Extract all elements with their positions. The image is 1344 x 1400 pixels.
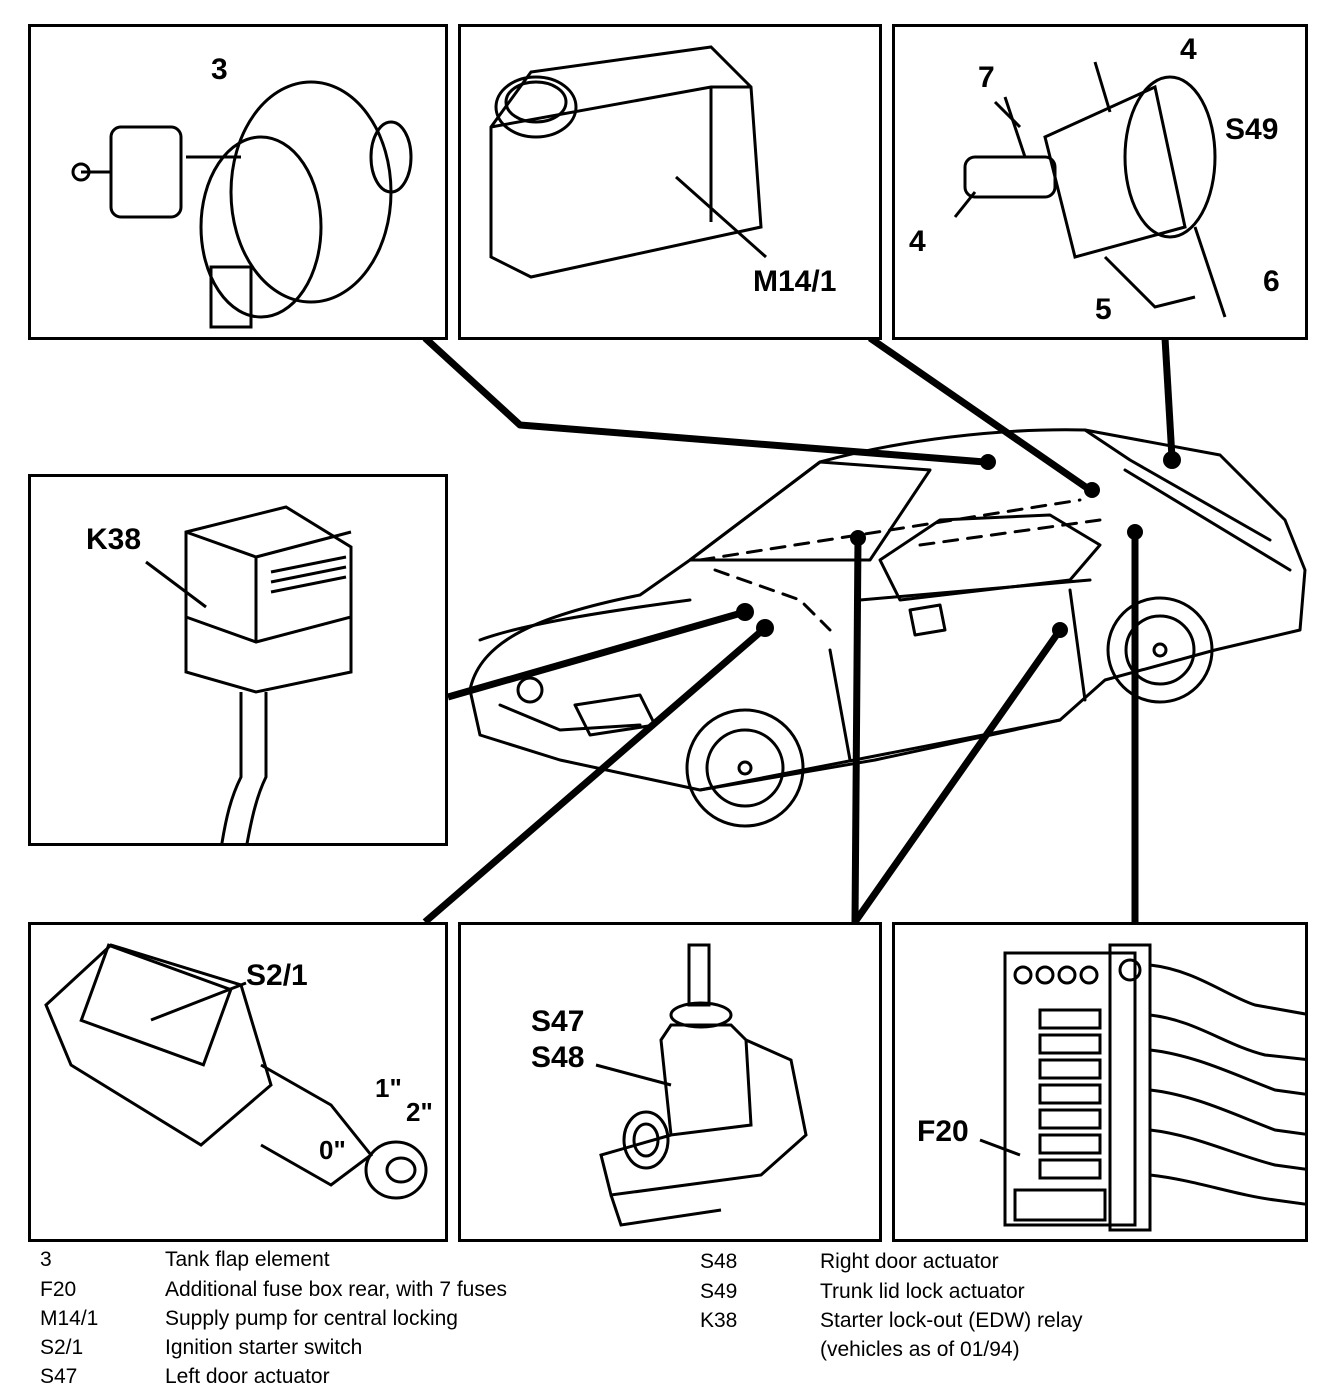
side-window: [878, 513, 1102, 602]
callout-4-left: 4: [909, 225, 926, 258]
panel-trunk-lock: 7 4 S49 4 5 6: [892, 24, 1308, 340]
legend-description: Starter lock-out (EDW) relay: [820, 1309, 1083, 1332]
legend-description: Ignition starter switch: [165, 1336, 363, 1359]
legend-description: Supply pump for central locking: [165, 1307, 458, 1330]
callout-7: 7: [978, 61, 995, 94]
location-dot-door-left: [850, 530, 866, 546]
legend-description: (vehicles as of 01/94): [820, 1338, 1020, 1361]
supply-pump-drawing: [489, 45, 767, 279]
leader-ignition: [422, 625, 768, 925]
callout-s48: S48: [531, 1041, 585, 1074]
leader-door-left: [851, 537, 862, 923]
legend-description: Trunk lid lock actuator: [820, 1280, 1025, 1303]
legend-code: S48: [700, 1250, 738, 1273]
callout-s49: S49: [1225, 113, 1279, 146]
location-dot-pump: [1084, 482, 1100, 498]
leader-tank-flap: [422, 335, 986, 466]
leader-trunk-lock: [1161, 337, 1176, 459]
callout-s47: S47: [531, 1005, 585, 1038]
location-dot-tank: [980, 454, 996, 470]
callout-f20: F20: [917, 1115, 969, 1148]
legend-code: K38: [700, 1309, 738, 1332]
legend-description: Additional fuse box rear, with 7 fuses: [165, 1278, 508, 1301]
location-dot-door-right: [1052, 622, 1068, 638]
leader-supply-pump: [868, 335, 1092, 493]
ignition-drawing: [44, 943, 428, 1200]
legend-code: S2/1: [40, 1336, 84, 1359]
legend-description: Left door actuator: [165, 1365, 330, 1388]
panel-door-actuator: S47 S48: [458, 922, 882, 1242]
callout-position-2: 2": [406, 1097, 433, 1127]
callout-position-0: 0": [319, 1135, 346, 1165]
location-dot-fuse: [1127, 524, 1143, 540]
legend-code: 3: [40, 1248, 52, 1271]
rear-wheel: [1106, 596, 1214, 704]
callout-4-top: 4: [1180, 33, 1197, 66]
door-actuator-drawing: [595, 943, 808, 1227]
relay-drawing: [145, 505, 353, 843]
callout-3: 3: [211, 53, 228, 86]
windshield: [688, 460, 932, 562]
legend-code: S49: [700, 1280, 738, 1303]
panel-fuse-box: F20: [892, 922, 1308, 1242]
star-emblem: [516, 676, 544, 704]
front-wheel: [685, 708, 805, 828]
callout-6: 6: [1263, 265, 1280, 298]
callout-position-1: 1": [375, 1073, 402, 1103]
leader-door-right: [852, 627, 1063, 925]
legend-code: S47: [40, 1365, 78, 1388]
legend-code: M14/1: [40, 1307, 99, 1330]
legend-code: F20: [40, 1278, 77, 1301]
panel-tank-flap: 3: [28, 24, 448, 340]
panel-ignition: S2/1 1" 2" 0": [28, 922, 448, 1242]
panel-relay: K38: [28, 474, 448, 846]
callout-k38: K38: [86, 523, 142, 556]
legend-description: Right door actuator: [820, 1250, 999, 1273]
callout-5: 5: [1095, 293, 1112, 326]
legend-description: Tank flap element: [165, 1248, 330, 1271]
panel-supply-pump: M14/1: [458, 24, 882, 340]
car-body: [468, 428, 1307, 792]
location-dot-ignition: [756, 619, 774, 637]
tank-flap-drawing: [71, 80, 413, 329]
fuse-box-drawing: [979, 943, 1305, 1232]
callout-s2-1: S2/1: [246, 959, 308, 992]
callout-m14-1: M14/1: [753, 265, 837, 298]
leader-relay: [447, 608, 746, 701]
trunk-lock-drawing: [953, 61, 1227, 318]
location-dot-relay: [736, 603, 754, 621]
location-dot-trunk: [1163, 451, 1181, 469]
